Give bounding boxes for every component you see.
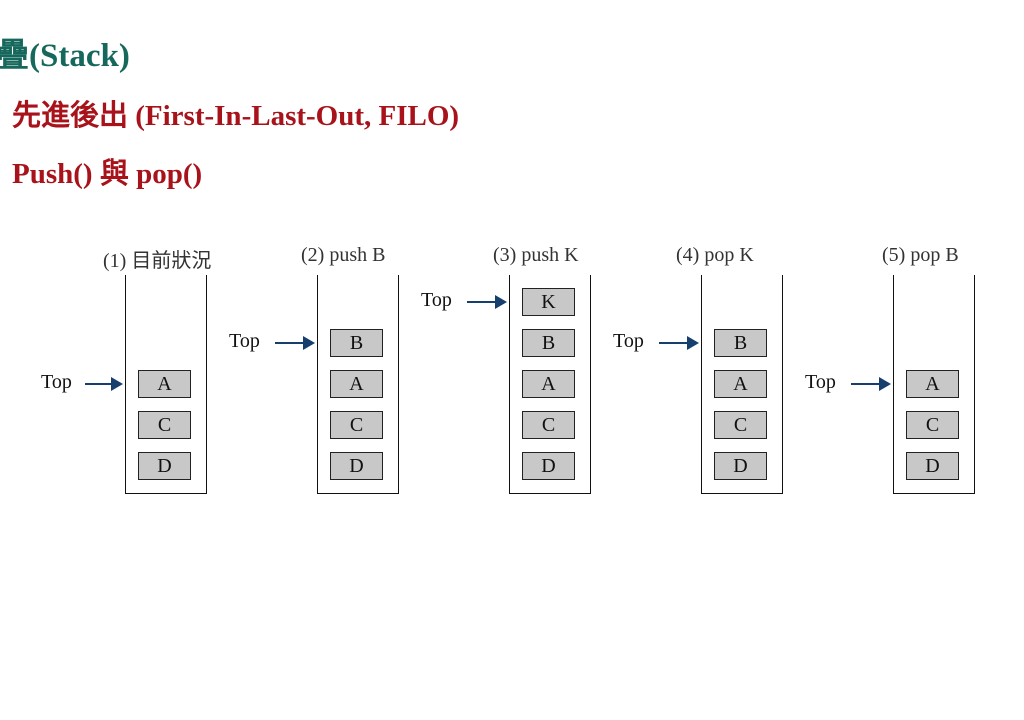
top-pointer-label: Top — [613, 330, 644, 352]
bullet-push-pop: Push() 與 pop() — [12, 158, 203, 190]
stack-container — [701, 275, 783, 494]
top-pointer-label: Top — [421, 289, 452, 311]
stack-item: C — [330, 411, 383, 439]
slide-title: 疊(Stack) — [0, 38, 130, 74]
stack-container — [317, 275, 399, 494]
stack-item: B — [330, 329, 383, 357]
stack-item: C — [138, 411, 191, 439]
stack-step-label: (5) pop B — [882, 244, 959, 266]
stack-step-label: (4) pop K — [676, 244, 754, 266]
stack-container — [125, 275, 207, 494]
stack-step-label: (2) push B — [301, 244, 386, 266]
bullet-filo: 先進後出 (First-In-Last-Out, FILO) — [12, 100, 460, 132]
top-pointer-label: Top — [805, 371, 836, 393]
top-pointer-label: Top — [229, 330, 260, 352]
stack-item: C — [906, 411, 959, 439]
stack-step-label: (3) push K — [493, 244, 579, 266]
arrow-right-icon — [85, 377, 123, 391]
arrow-right-icon — [851, 377, 891, 391]
stack-container — [509, 275, 591, 494]
stack-item: D — [906, 452, 959, 480]
stack-item: D — [138, 452, 191, 480]
stack-item: A — [714, 370, 767, 398]
stack-item: A — [138, 370, 191, 398]
stack-item: C — [714, 411, 767, 439]
stack-item: D — [714, 452, 767, 480]
stack-item: D — [522, 452, 575, 480]
stack-container — [893, 275, 975, 494]
stack-item: A — [330, 370, 383, 398]
stack-item: K — [522, 288, 575, 316]
stack-step-label: (1) 目前狀況 — [103, 250, 212, 272]
stack-item: D — [330, 452, 383, 480]
arrow-right-icon — [467, 295, 507, 309]
arrow-right-icon — [659, 336, 699, 350]
stack-item: C — [522, 411, 575, 439]
stack-item: A — [522, 370, 575, 398]
arrow-right-icon — [275, 336, 315, 350]
stack-item: B — [714, 329, 767, 357]
top-pointer-label: Top — [41, 371, 72, 393]
stack-item: B — [522, 329, 575, 357]
stack-item: A — [906, 370, 959, 398]
